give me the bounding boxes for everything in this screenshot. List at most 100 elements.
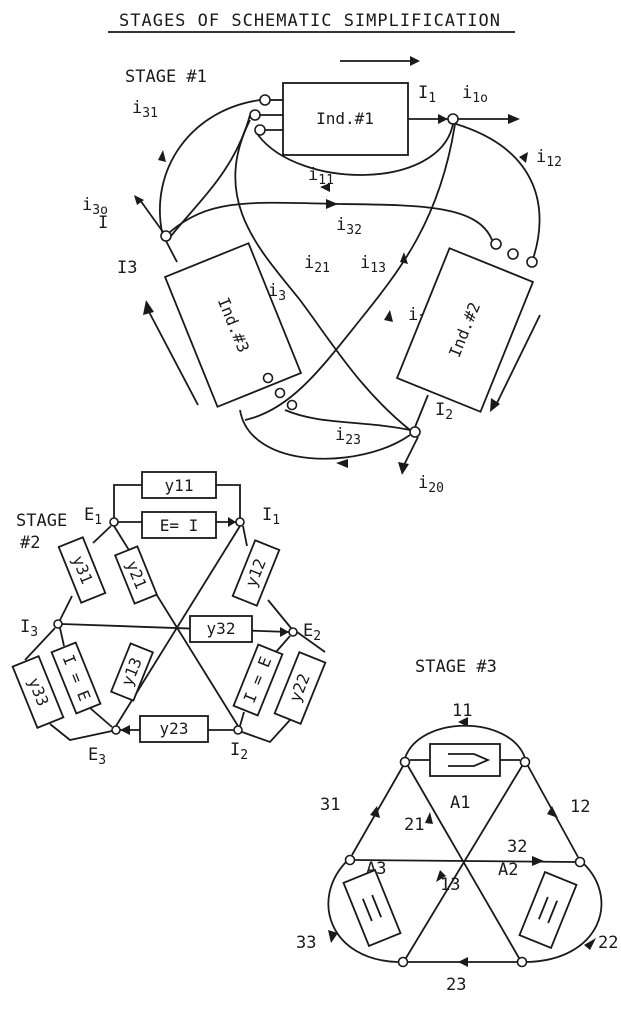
stage2-IE2-group: I = E bbox=[232, 643, 284, 717]
stage2-y22-wire-a bbox=[296, 631, 326, 653]
stage1-node-3 bbox=[160, 230, 172, 242]
stage1-ind3-port-3 bbox=[286, 399, 298, 411]
stage3-arc-33 bbox=[327, 861, 399, 963]
stage1-label-i21: i21 bbox=[304, 253, 330, 276]
stage1-i30-arrowhead bbox=[134, 195, 144, 205]
stage3-heading: STAGE #3 bbox=[415, 657, 497, 677]
stage3-A1-box bbox=[429, 743, 501, 777]
stage1-i12-inner-arrowhead bbox=[384, 310, 393, 322]
stage2-y33-wire-b bbox=[49, 723, 113, 741]
stage3-A2-symbol-1 bbox=[538, 896, 549, 920]
stage2-IE2-wire-b bbox=[239, 711, 245, 727]
stage1-heading: STAGE #1 bbox=[125, 67, 207, 87]
stage2-y11-box bbox=[141, 471, 217, 499]
stage1-ind1-port-1 bbox=[259, 94, 271, 106]
stage1-node-2 bbox=[409, 426, 421, 438]
stage2-y12-wire-b bbox=[267, 599, 292, 629]
stage2-y11-wire-left bbox=[113, 484, 142, 518]
stage3: STAGE #3 11 A1 31 12 21 13 bbox=[296, 657, 618, 995]
stage3-label-13: 13 bbox=[440, 875, 460, 895]
stage1-i12-arrowhead bbox=[519, 152, 528, 163]
stage1-ind3-group: Ind.#3 bbox=[163, 242, 303, 408]
stage3-A2-box bbox=[518, 870, 578, 950]
stage1-ind2-direction-arrowhead bbox=[490, 398, 500, 412]
stage2-label-I2: I2 bbox=[230, 740, 248, 763]
stage1-label-i12: i12 bbox=[536, 147, 562, 170]
stage3-arc-22 bbox=[526, 863, 603, 963]
stage2-heading-line2: #2 bbox=[20, 533, 40, 553]
stage1-ind1-box bbox=[282, 82, 409, 156]
stage3-A3-box bbox=[342, 868, 402, 948]
stage1-ind3-direction-arrowhead bbox=[143, 300, 154, 315]
stage1-label-I1: I1 bbox=[418, 83, 436, 106]
stage1-label-i23: i23 bbox=[335, 425, 361, 448]
stage2-y21-box bbox=[113, 545, 159, 605]
stage3-A3-group bbox=[342, 868, 402, 948]
stage3-line-23-arrowhead bbox=[458, 957, 468, 967]
stage1-node2-to-ind2 bbox=[414, 394, 429, 428]
stage2-node-I2 bbox=[233, 725, 243, 735]
stage1-i32-arrowhead bbox=[326, 199, 338, 209]
stage2-horizontal-arrowhead bbox=[280, 627, 289, 637]
stage1-ind3-port-1 bbox=[262, 372, 274, 384]
stage2-y33-wire-a bbox=[24, 627, 56, 661]
stage3-arc-11-arrowhead bbox=[458, 717, 468, 727]
stage2-y23-label: y23 bbox=[160, 719, 189, 738]
stage2-y33-group: y33 bbox=[11, 654, 65, 730]
stage1-i23-arrowhead bbox=[336, 459, 348, 468]
stage1: STAGE #1 Ind.#1 I1 i1o i31 i12 i11 i3o I… bbox=[82, 56, 562, 496]
stage2-y13-box bbox=[109, 642, 155, 702]
stage2-y31-group: y31 bbox=[57, 536, 107, 604]
stage1-i20-arrowhead bbox=[398, 462, 409, 475]
stage3-side-31-arrowhead bbox=[370, 806, 380, 818]
stage3-label-A2: A2 bbox=[498, 860, 518, 880]
stage2-node-E1 bbox=[109, 517, 119, 527]
stage2-y21-group: y21 bbox=[113, 545, 159, 605]
stage1-i30-line bbox=[139, 199, 164, 233]
stage1-cross-curve-1 bbox=[234, 119, 411, 431]
stage2-label-E2: E2 bbox=[303, 621, 321, 644]
stage1-label-i30: i3o bbox=[82, 195, 108, 218]
stage2-heading-line1: STAGE bbox=[16, 511, 67, 531]
stage3-label-21: 21 bbox=[404, 815, 424, 835]
stage1-i10-arrowhead bbox=[508, 114, 520, 124]
stage1-ind3-port-2 bbox=[274, 387, 286, 399]
stage1-ind1-port-3 bbox=[254, 124, 266, 136]
diagram-title: STAGES OF SCHEMATIC SIMPLIFICATION bbox=[119, 11, 501, 31]
stage1-ind1-port-2 bbox=[249, 109, 261, 121]
stage2-y12-group: y12 bbox=[231, 539, 281, 607]
stage1-label-i10: i1o bbox=[462, 83, 488, 106]
stage3-line-32-arrowhead bbox=[532, 856, 544, 866]
stage2-label-I3: I3 bbox=[20, 617, 38, 640]
stage1-i20-line bbox=[403, 436, 419, 466]
stage3-label-12: 12 bbox=[570, 797, 590, 817]
stage1-i13-arrowhead bbox=[400, 252, 408, 264]
stage1-ind2-port-a bbox=[526, 256, 538, 268]
stage1-i32-curve bbox=[169, 201, 493, 241]
stage3-node-l bbox=[344, 854, 356, 866]
stage2-label-E3: E3 bbox=[88, 745, 106, 768]
stage2-IE3-wire-b bbox=[89, 707, 113, 728]
stage2-y22-box bbox=[273, 650, 327, 726]
stage1-ind3-box bbox=[163, 242, 303, 408]
stage1-label-i31: i31 bbox=[132, 98, 158, 121]
stage1-node3-to-ind3 bbox=[165, 240, 178, 263]
stage2-y23-box bbox=[139, 715, 209, 743]
stage1-i12-curve bbox=[455, 123, 541, 263]
stage2-y12-box bbox=[231, 539, 281, 607]
stage3-node-br bbox=[516, 956, 528, 968]
stage1-ind1-label: Ind.#1 bbox=[316, 109, 374, 128]
stage2-node-I3 bbox=[53, 619, 63, 629]
stage1-i11-arrowhead bbox=[320, 183, 330, 192]
stage1-ind2-port-b bbox=[507, 248, 519, 260]
stage3-A2-symbol-2 bbox=[547, 900, 558, 924]
stage1-direction-arrowhead bbox=[410, 56, 420, 66]
stage3-A2-group bbox=[518, 870, 578, 950]
stage1-node-1 bbox=[447, 113, 459, 125]
stage2-y12-wire-a bbox=[242, 525, 248, 547]
stage1-label-i13: i13 bbox=[360, 253, 386, 276]
stage2-y32-box bbox=[189, 615, 253, 643]
stage1-label-i20: i20 bbox=[418, 473, 444, 496]
stage2-y31-wire-a bbox=[59, 595, 73, 621]
stage1-label-I2: I2 bbox=[435, 400, 453, 423]
